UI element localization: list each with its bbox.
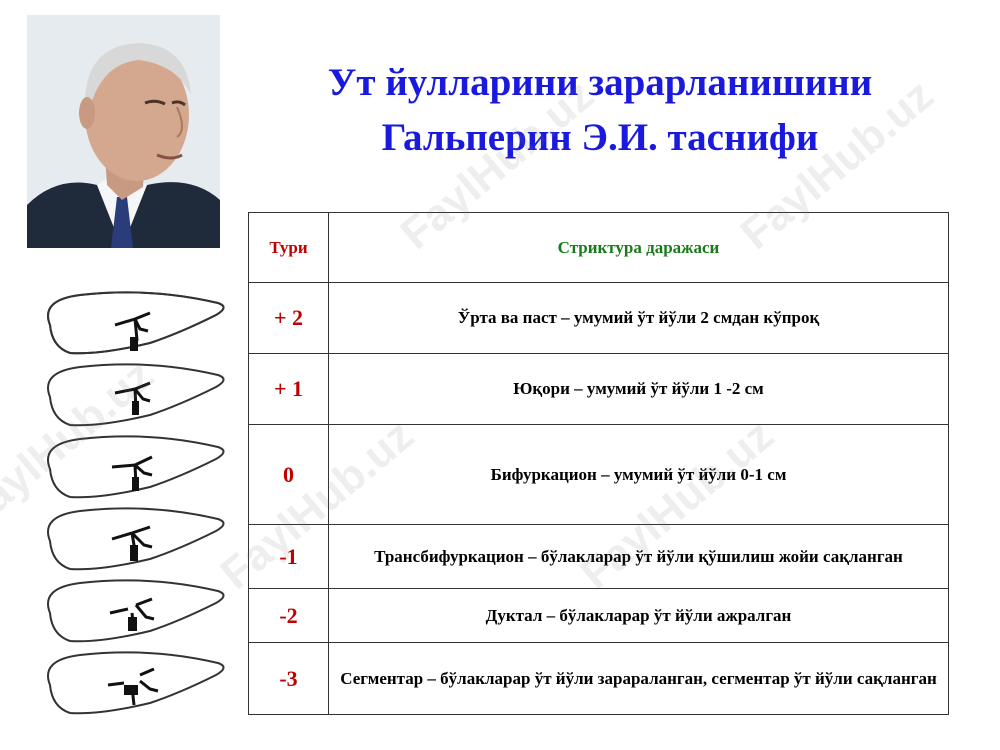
liver-diagrams xyxy=(40,285,240,725)
portrait-icon xyxy=(27,15,220,248)
row-type: + 2 xyxy=(248,282,329,354)
title-line-1: Ут йулларини зарарланишини xyxy=(327,61,873,104)
row-type: 0 xyxy=(248,424,329,525)
title-line-2: Гальперин Э.И. таснифи xyxy=(381,116,819,159)
liver-diagram-icon xyxy=(47,291,225,715)
table-row: -1 Трансбифуркацион – бўлакларар ўт йўли… xyxy=(248,524,949,589)
row-type: -1 xyxy=(248,524,329,589)
table-row: + 1 Юқори – умумий ўт йўли 1 -2 см xyxy=(248,353,949,425)
table-row: + 2 Ўрта ва паст – умумий ўт йўли 2 смда… xyxy=(248,282,949,354)
header-structure: Стриктура даражаси xyxy=(328,212,949,283)
table-row: 0 Бифуркацион – умумий ўт йўли 0-1 см xyxy=(248,424,949,525)
row-description: Юқори – умумий ўт йўли 1 -2 см xyxy=(328,353,949,425)
table-row: -3 Сегментар – бўлакларар ўт йўли зарара… xyxy=(248,642,949,715)
row-description: Трансбифуркацион – бўлакларар ўт йўли қў… xyxy=(328,524,949,589)
page-title: Ут йулларини зарарланишини Гальперин Э.И… xyxy=(250,55,950,165)
table-row: -2 Дуктал – бўлакларар ўт йўли ажралган xyxy=(248,588,949,643)
classification-table: Тури Стриктура даражаси + 2 Ўрта ва паст… xyxy=(248,212,949,715)
row-description: Ўрта ва паст – умумий ўт йўли 2 смдан кў… xyxy=(328,282,949,354)
row-description: Дуктал – бўлакларар ўт йўли ажралган xyxy=(328,588,949,643)
row-description: Сегментар – бўлакларар ўт йўли зараралан… xyxy=(328,642,949,715)
portrait-photo xyxy=(27,15,220,248)
row-description: Бифуркацион – умумий ўт йўли 0-1 см xyxy=(328,424,949,525)
table-header-row: Тури Стриктура даражаси xyxy=(248,212,949,283)
row-type: -2 xyxy=(248,588,329,643)
row-type: + 1 xyxy=(248,353,329,425)
row-type: -3 xyxy=(248,642,329,715)
header-type: Тури xyxy=(248,212,329,283)
